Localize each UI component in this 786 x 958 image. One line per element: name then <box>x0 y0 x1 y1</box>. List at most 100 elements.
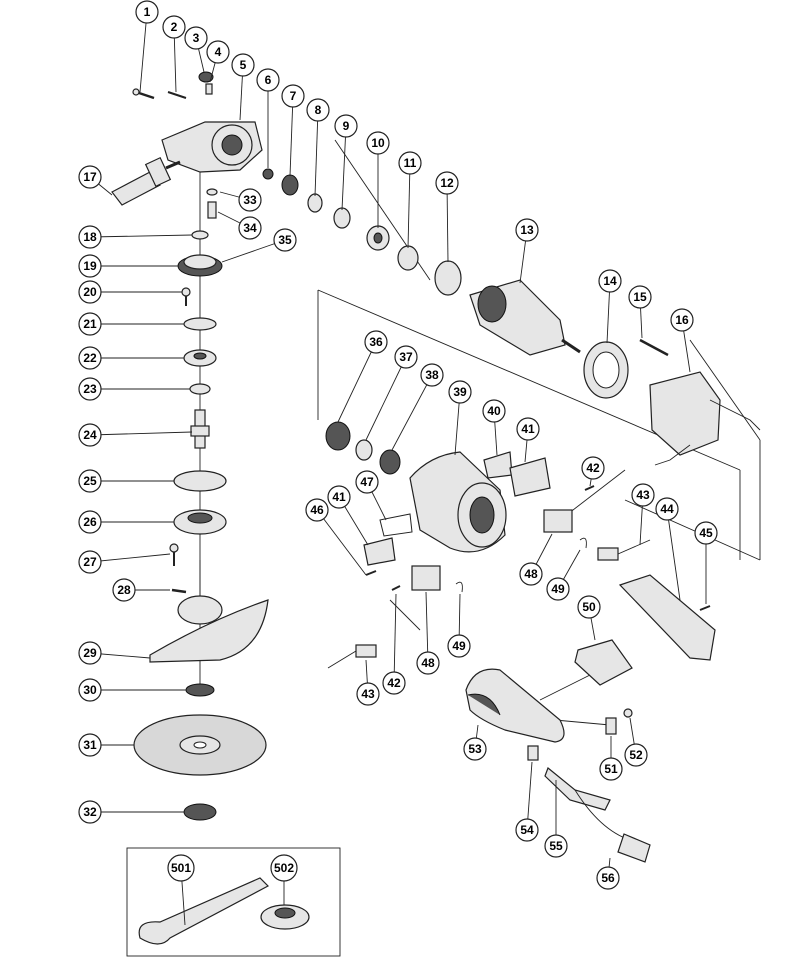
callout-circle-c35 <box>273 228 297 252</box>
packing-gland-part-26 <box>173 509 227 535</box>
bearing-part-10 <box>366 225 390 251</box>
callout-label-c7: 7 <box>290 89 297 103</box>
leader-line-c8 <box>314 109 319 197</box>
callout-circle-c19 <box>78 254 102 278</box>
wheel-washer-part-30 <box>185 683 215 697</box>
callout-circle-c48b <box>416 651 440 675</box>
screw-part-42-lower <box>391 585 401 591</box>
callout-label-c18: 18 <box>83 230 97 244</box>
screw-part-2 <box>167 91 187 99</box>
callout-circle-c29 <box>78 641 102 665</box>
plate-part-47 <box>379 513 413 537</box>
callout-label-c34: 34 <box>243 221 257 235</box>
spring-part-49-lower <box>455 581 463 593</box>
screw-part-27 <box>169 543 179 566</box>
leader-line-c9 <box>341 125 347 211</box>
callout-label-c55: 55 <box>549 839 563 853</box>
ring-part-33 <box>206 188 218 196</box>
callout-circle-c12 <box>435 171 459 195</box>
leader-line-c11 <box>407 162 411 249</box>
armature-part-13 <box>469 279 581 356</box>
callout-label-c30: 30 <box>83 683 97 697</box>
callout-label-c28: 28 <box>117 583 131 597</box>
callout-circle-c3 <box>184 26 208 50</box>
callout-label-c40: 40 <box>487 404 501 418</box>
callout-circle-c48a <box>519 562 543 586</box>
callout-label-c48b: 48 <box>421 656 435 670</box>
tube-part-54 <box>527 745 539 761</box>
bearing-part-37 <box>355 439 373 461</box>
callout-label-c53: 53 <box>468 742 482 756</box>
callout-label-c27: 27 <box>83 555 97 569</box>
callout-circle-c26 <box>78 510 102 534</box>
callout-circle-c23 <box>78 377 102 401</box>
ring-part-23 <box>189 383 211 395</box>
callout-circle-c22 <box>78 346 102 370</box>
callout-label-c43a: 43 <box>636 488 650 502</box>
gasket-part-25 <box>173 470 227 492</box>
callout-label-c41b: 41 <box>332 490 346 504</box>
callout-circle-c13 <box>515 218 539 242</box>
callout-labels: 1234567891011121314151617181920212223242… <box>78 0 718 926</box>
callout-circle-c32 <box>78 800 102 824</box>
stator-part-16 <box>649 371 761 466</box>
leader-line-c37 <box>365 356 407 441</box>
callout-circle-c27 <box>78 550 102 574</box>
callout-circle-c53 <box>463 737 487 761</box>
callout-circle-c37 <box>394 345 418 369</box>
callout-label-c2: 2 <box>171 20 178 34</box>
callout-label-c33: 33 <box>243 193 257 207</box>
leader-line-c7 <box>289 95 294 177</box>
callout-label-c502: 502 <box>274 861 294 875</box>
callout-label-c22: 22 <box>83 351 97 365</box>
callout-label-c26: 26 <box>83 515 97 529</box>
clip-part-51 <box>605 717 617 735</box>
callout-circle-c42a <box>581 456 605 480</box>
callout-label-c6: 6 <box>265 73 272 87</box>
callout-circle-c36 <box>364 330 388 354</box>
callout-label-c52: 52 <box>629 748 643 762</box>
callout-label-c5: 5 <box>240 58 247 72</box>
screw-part-42-upper <box>584 485 595 491</box>
cap-part-3 <box>198 71 214 83</box>
callout-circle-c16 <box>670 308 694 332</box>
callout-label-c12: 12 <box>440 176 454 190</box>
callout-circle-c1 <box>135 0 159 24</box>
spindle-part-24 <box>190 409 210 449</box>
callout-circle-c54 <box>515 818 539 842</box>
side-handle-part-17 <box>111 156 181 206</box>
rubber-ring-part-14 <box>583 341 629 399</box>
callout-label-c42a: 42 <box>586 461 600 475</box>
callout-circle-c55 <box>544 834 568 858</box>
callout-circle-c52 <box>624 743 648 767</box>
callout-circle-c15 <box>628 285 652 309</box>
callout-label-c50: 50 <box>582 600 596 614</box>
washer-part-9 <box>333 207 351 229</box>
callout-label-c56: 56 <box>601 871 615 885</box>
leader-line-c46 <box>316 509 367 576</box>
callout-label-c41a: 41 <box>521 422 535 436</box>
callout-label-c35: 35 <box>278 233 292 247</box>
bearing-part-36 <box>325 421 351 451</box>
screw-part-28 <box>171 588 187 594</box>
carbon-brush-part-43-upper <box>597 539 651 561</box>
callout-circle-c14 <box>598 269 622 293</box>
callout-circle-c41a <box>516 417 540 441</box>
leader-line-c18 <box>89 234 193 238</box>
plate-part-40 <box>483 451 513 479</box>
callout-label-c29: 29 <box>83 646 97 660</box>
callout-circle-c2 <box>162 15 186 39</box>
callout-circle-c40 <box>482 399 506 423</box>
callout-label-c51: 51 <box>604 762 618 776</box>
ring-part-11 <box>397 245 419 271</box>
callout-label-c11: 11 <box>404 156 417 170</box>
parts <box>111 71 761 945</box>
callout-circle-c18 <box>78 225 102 249</box>
callout-circle-c24 <box>78 423 102 447</box>
callout-circle-c43b <box>356 682 380 706</box>
screw-part-1 <box>132 88 155 100</box>
screw-part-4 <box>205 83 213 95</box>
callout-label-c1: 1 <box>144 5 151 19</box>
callout-label-c15: 15 <box>633 290 647 304</box>
callout-circle-c17 <box>78 165 102 189</box>
